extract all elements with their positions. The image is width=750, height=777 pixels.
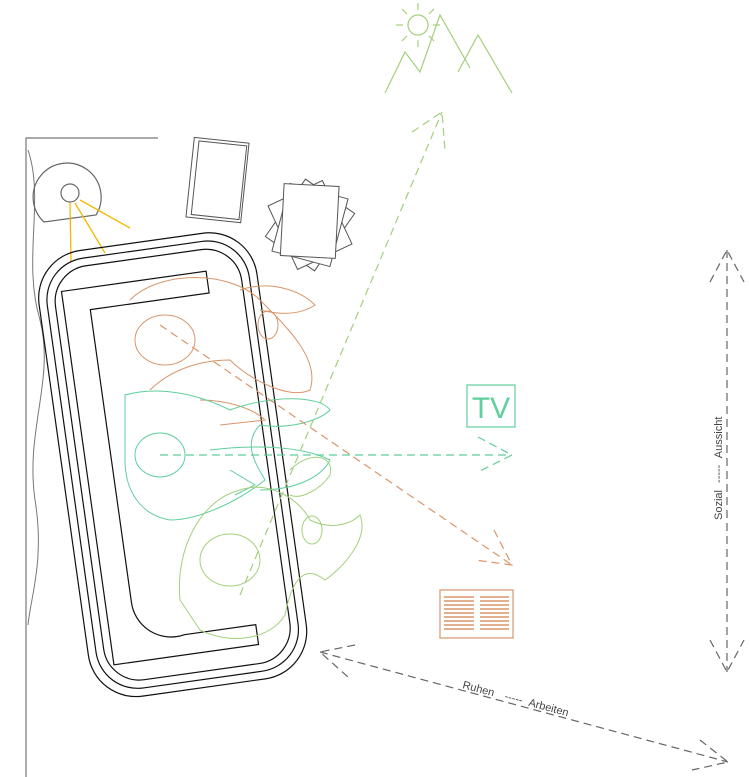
tv-icon: TV [466, 384, 516, 428]
sun-mountains-icon [384, 3, 513, 94]
wall [25, 137, 158, 777]
axis-sozial-aussicht [709, 248, 745, 674]
tv-label: TV [472, 392, 510, 425]
label-aussicht: Aussicht [713, 417, 725, 459]
floor-lamp-icon [32, 162, 131, 263]
axis-ruhen-arbeiten [318, 644, 730, 771]
axis-diagonal-label: Ruhen ----- Arbeiten [461, 679, 570, 719]
person-teal [124, 390, 331, 521]
view-arrow-orange [159, 324, 514, 566]
sofa [38, 232, 308, 698]
label-sozial: Sozial [713, 490, 725, 520]
open-book-icon [439, 589, 514, 639]
label-dash: ----- [713, 464, 725, 483]
book-stack-icon [185, 136, 356, 272]
view-arrow-teal [160, 436, 514, 473]
label-ruhen: Ruhen [461, 679, 495, 699]
curtain [27, 149, 45, 626]
label-arbeiten: Arbeiten [527, 697, 570, 719]
person-green [178, 456, 363, 639]
axis-vertical-label: Sozial ----- Aussicht [713, 417, 725, 520]
label-dash: ----- [503, 691, 524, 707]
person-orange [129, 277, 316, 426]
view-arrow-green [239, 110, 446, 596]
